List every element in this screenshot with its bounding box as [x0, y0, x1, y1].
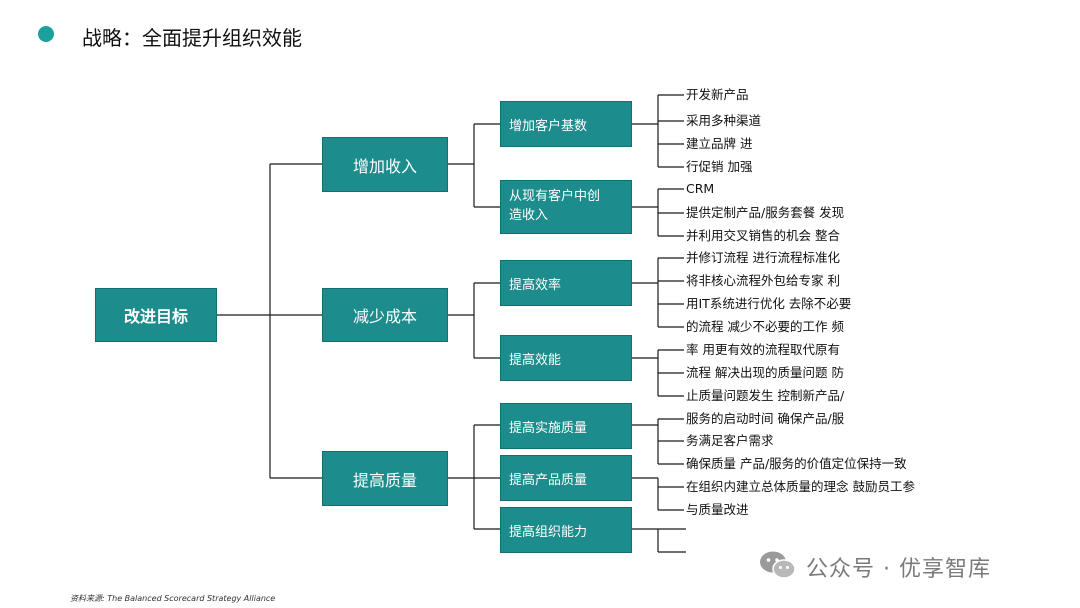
leaf-text: 并修订流程 进行流程标准化	[686, 250, 840, 265]
leaf-text: 建立品牌 进	[686, 136, 753, 151]
leaf-text: 开发新产品	[686, 87, 749, 102]
node-increase-revenue: 增加收入	[322, 137, 448, 192]
leaf-text: 的流程 减少不必要的工作 频	[686, 319, 844, 334]
root-node-label: 改进目标	[123, 307, 188, 326]
node-label: 提高产品质量	[509, 472, 588, 488]
node-label: 增加收入	[352, 156, 417, 176]
leaf-text: 将非核心流程外包给专家 利	[686, 273, 840, 288]
leaf-text: 提供定制产品/服务套餐 发现	[686, 205, 845, 220]
node-improve-quality: 提高质量	[322, 451, 448, 506]
watermark-text: 公众号 · 优享智库	[806, 557, 991, 582]
node-label: 提高效率	[509, 277, 562, 293]
wechat-icon	[760, 551, 796, 579]
leaf-text: 务满足客户需求	[686, 433, 774, 448]
node-organizational-capability: 提高组织能力	[500, 507, 632, 553]
leaf-text: 行促销 加强	[686, 159, 753, 174]
leaf-text: 用IT系统进行优化 去除不必要	[686, 296, 852, 311]
node-label: 提高组织能力	[509, 524, 588, 540]
node-label: 提高效能	[509, 352, 562, 368]
node-label: 减少成本	[352, 307, 417, 326]
leaf-text: 与质量改进	[686, 502, 749, 517]
source-note: 资料来源: The Balanced Scorecard Strategy Al…	[70, 594, 276, 603]
leaf-text: 止质量问题发生 控制新产品/	[686, 388, 845, 403]
node-expand-customer-base: 增加客户基数	[500, 101, 632, 147]
node-label-line-1: 从现有客户中创	[509, 189, 601, 205]
node-product-quality: 提高产品质量	[500, 455, 632, 501]
node-revenue-from-existing-customers: 从现有客户中创 造收入	[500, 180, 632, 234]
node-label: 增加客户基数	[509, 118, 588, 134]
leaf-text: 率 用更有效的流程取代原有	[686, 342, 840, 357]
node-reduce-cost: 减少成本	[322, 288, 448, 342]
leaf-text: CRM	[686, 181, 715, 196]
leaf-text: 在组织内建立总体质量的理念 鼓励员工参	[686, 479, 915, 494]
node-label: 提高质量	[352, 470, 417, 490]
node-label: 从现有客户中创 造收入	[509, 188, 600, 226]
leaf-text: 流程 解决出现的质量问题 防	[686, 365, 844, 380]
node-label: 提高实施质量	[509, 420, 588, 436]
page-title: 战略：全面提升组织效能	[82, 26, 302, 50]
leaf-text: 服务的启动时间 确保产品/服	[686, 411, 845, 426]
leaf-text: 采用多种渠道	[686, 113, 762, 128]
node-improve-efficiency: 提高效率	[500, 260, 632, 306]
leaf-text: 确保质量 产品/服务的价值定位保持一致	[686, 456, 907, 471]
node-implementation-quality: 提高实施质量	[500, 403, 632, 449]
node-label-line-2: 造收入	[509, 208, 549, 223]
root-node: 改进目标	[95, 288, 217, 342]
title-bullet-dot	[38, 26, 54, 42]
node-improve-effectiveness: 提高效能	[500, 335, 632, 381]
leaf-text: 并利用交叉销售的机会 整合	[686, 228, 840, 243]
